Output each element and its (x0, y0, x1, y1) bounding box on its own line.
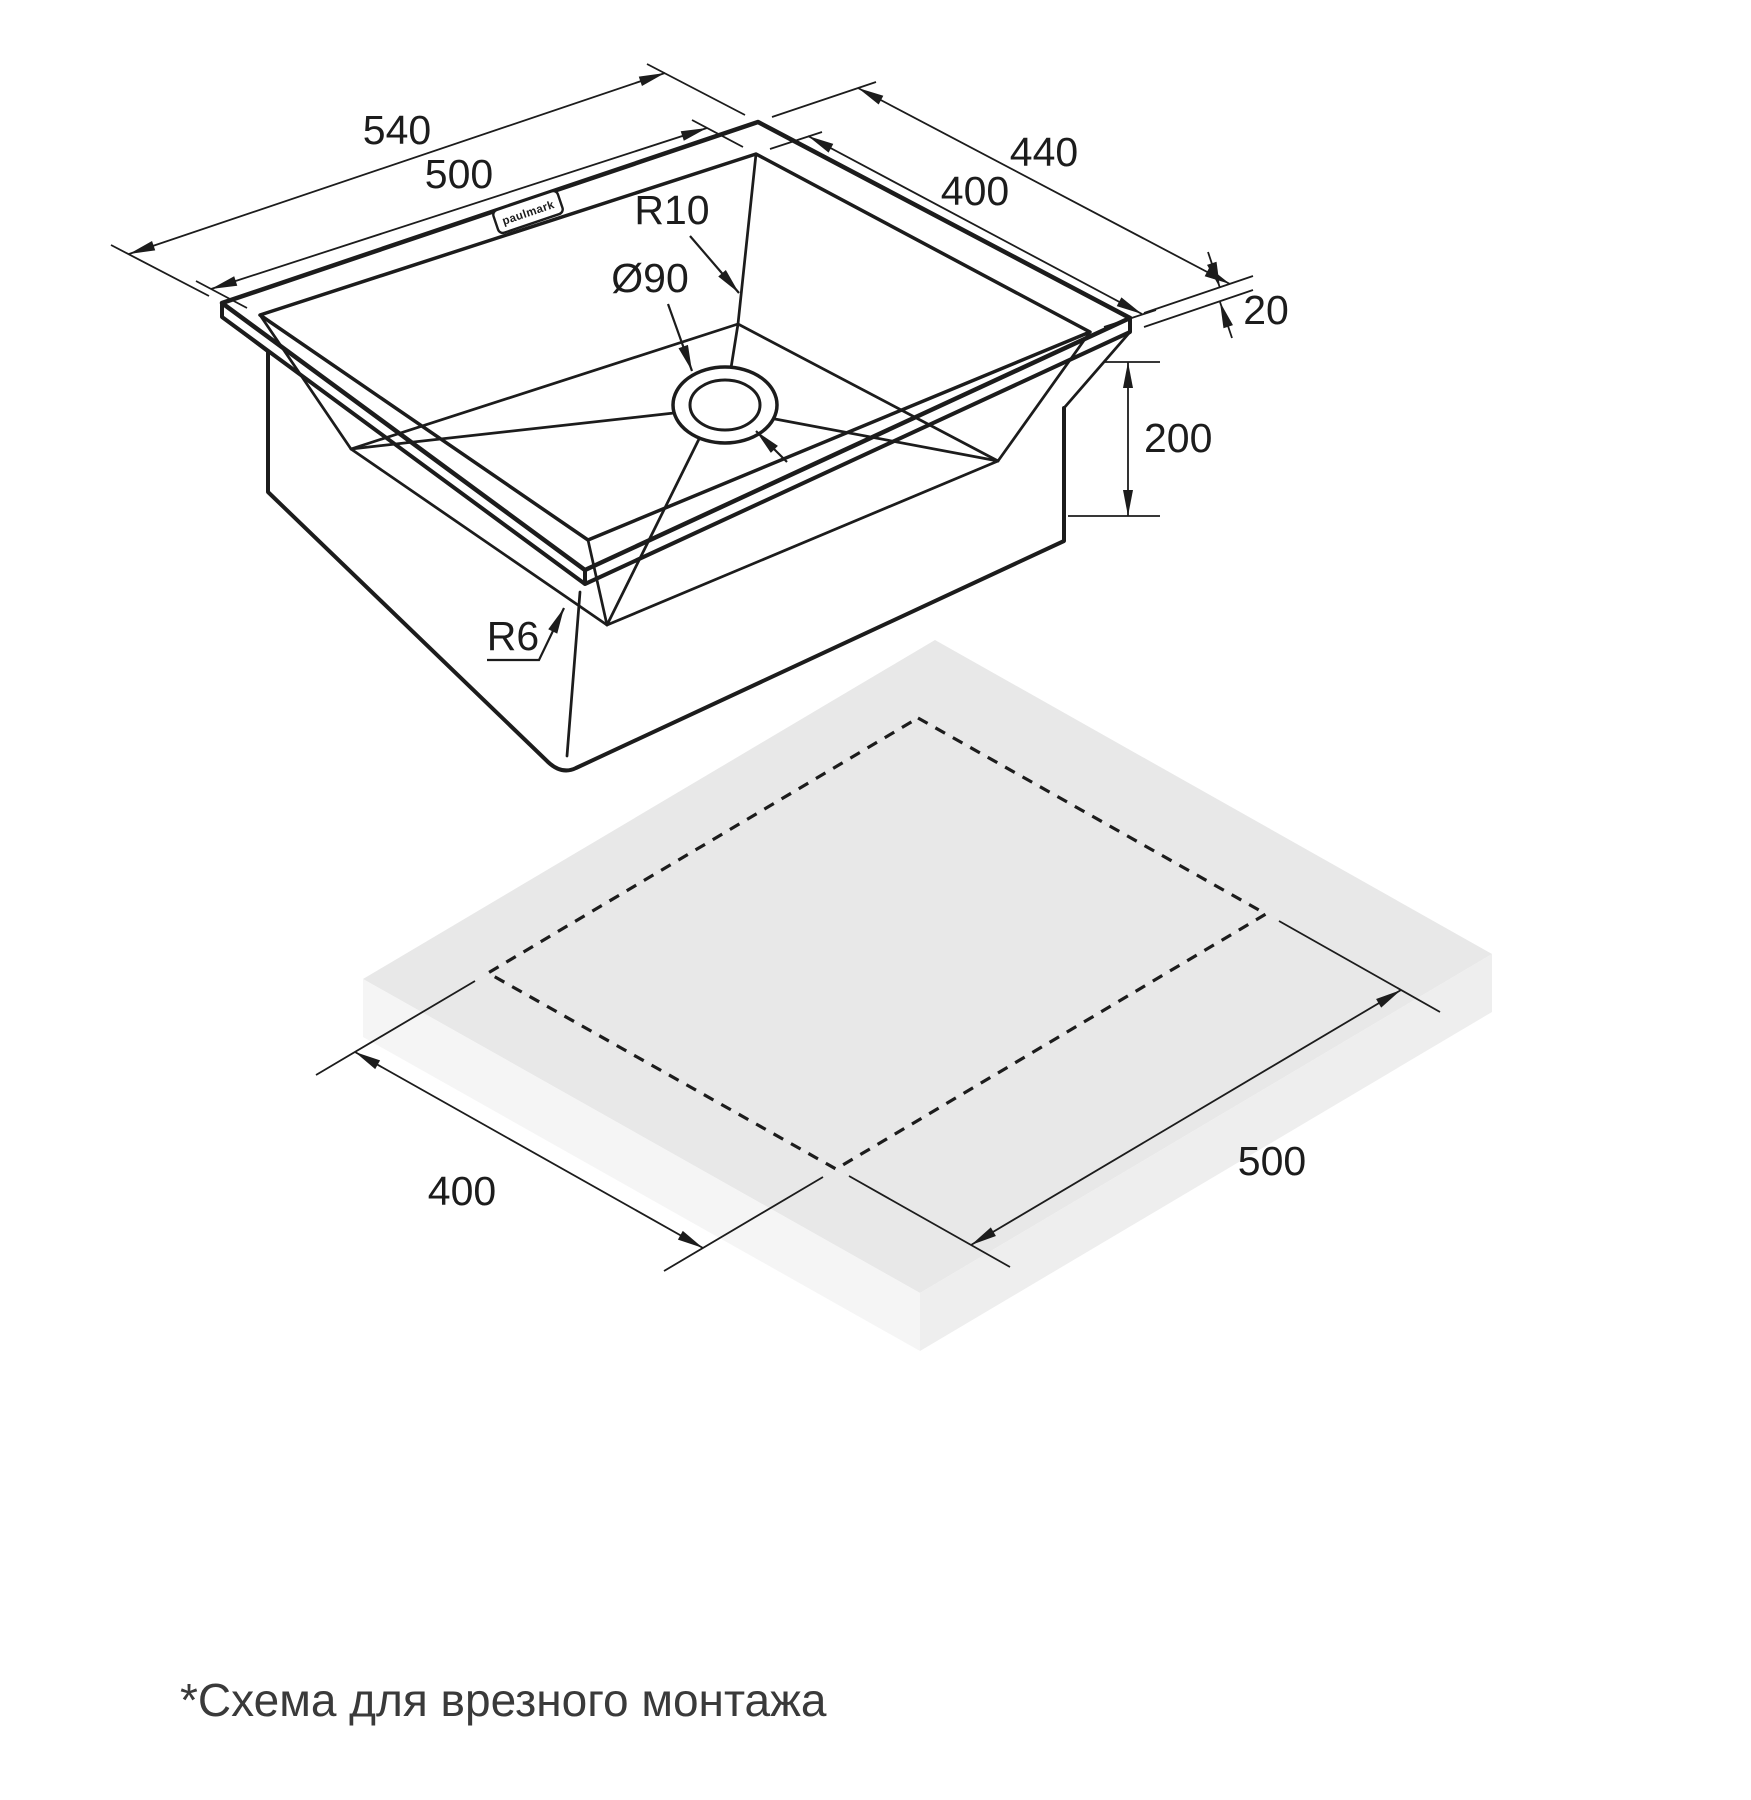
dimension-500-top: 500 (195, 119, 744, 309)
drain-inner-circle (688, 378, 762, 432)
dim-540-label: 540 (363, 107, 431, 153)
extension-lines-440 (771, 81, 1254, 314)
drain-diameter-leader-line (666, 303, 694, 372)
dimension-line-400 (807, 135, 1143, 315)
extension-lines-540 (110, 63, 746, 297)
dimension-400-cutout: 400 (315, 980, 824, 1272)
extension-lines-cutout-400 (315, 980, 824, 1272)
dimension-line-cutout-400 (354, 1051, 704, 1249)
dimension-line-540 (128, 72, 666, 255)
dimension-arrow-20-upper (1207, 251, 1221, 289)
extension-lines-20 (1143, 289, 1254, 328)
dim-500-label: 500 (425, 151, 493, 197)
dimension-440: 440 (771, 81, 1254, 314)
dim-400-label: 400 (941, 168, 1009, 214)
leader-r6: R6 (487, 607, 565, 662)
r10-label: R10 (634, 187, 709, 233)
extension-lines-500 (195, 119, 744, 309)
rim-underside (220, 301, 1132, 586)
countertop-cutout-view: 400 500 (315, 640, 1492, 1351)
cutout-500-label: 500 (1238, 1138, 1306, 1184)
bowl-creases (349, 322, 1000, 627)
caption: *Схема для врезного монтажа (180, 1674, 827, 1726)
dimension-line-440 (857, 87, 1231, 285)
extension-lines-cutout-500 (848, 920, 1441, 1268)
r10-leader-line (689, 235, 740, 294)
drain-diameter-label: Ø90 (611, 255, 689, 301)
dimension-arrow-20-lower (1219, 301, 1233, 339)
dimension-20: 20 (1143, 251, 1289, 339)
dimension-line-500 (210, 127, 708, 290)
dimension-400-top: 400 (769, 131, 1157, 328)
drain-pointer-arrow (755, 430, 788, 463)
dim-20-label: 20 (1243, 287, 1289, 333)
sink-tub-body (266, 350, 1066, 773)
bowl-bottom-edge (349, 322, 1000, 627)
cutout-400-label: 400 (428, 1168, 496, 1214)
leader-drain-diameter: Ø90 (611, 255, 694, 372)
drain-outer-circle (671, 365, 779, 445)
dimension-line-cutout-500 (970, 989, 1402, 1246)
sink-isometric-view: paulmark 540 500 440 400 (110, 63, 1289, 773)
extension-lines-400 (769, 131, 1157, 328)
slab-top-face (363, 640, 1492, 1293)
cutout-outline (484, 716, 1270, 1171)
bowl-wall-corners (258, 152, 1092, 627)
sink-tub-connectors (220, 315, 1132, 758)
r6-label: R6 (487, 613, 539, 659)
dim-440-label: 440 (1010, 129, 1078, 175)
dimension-500-cutout: 500 (848, 920, 1441, 1268)
dim-200-label: 200 (1144, 415, 1212, 461)
leader-r10: R10 (634, 187, 740, 294)
r6-leader-line (487, 607, 565, 662)
dimension-200: 200 (1068, 361, 1212, 517)
